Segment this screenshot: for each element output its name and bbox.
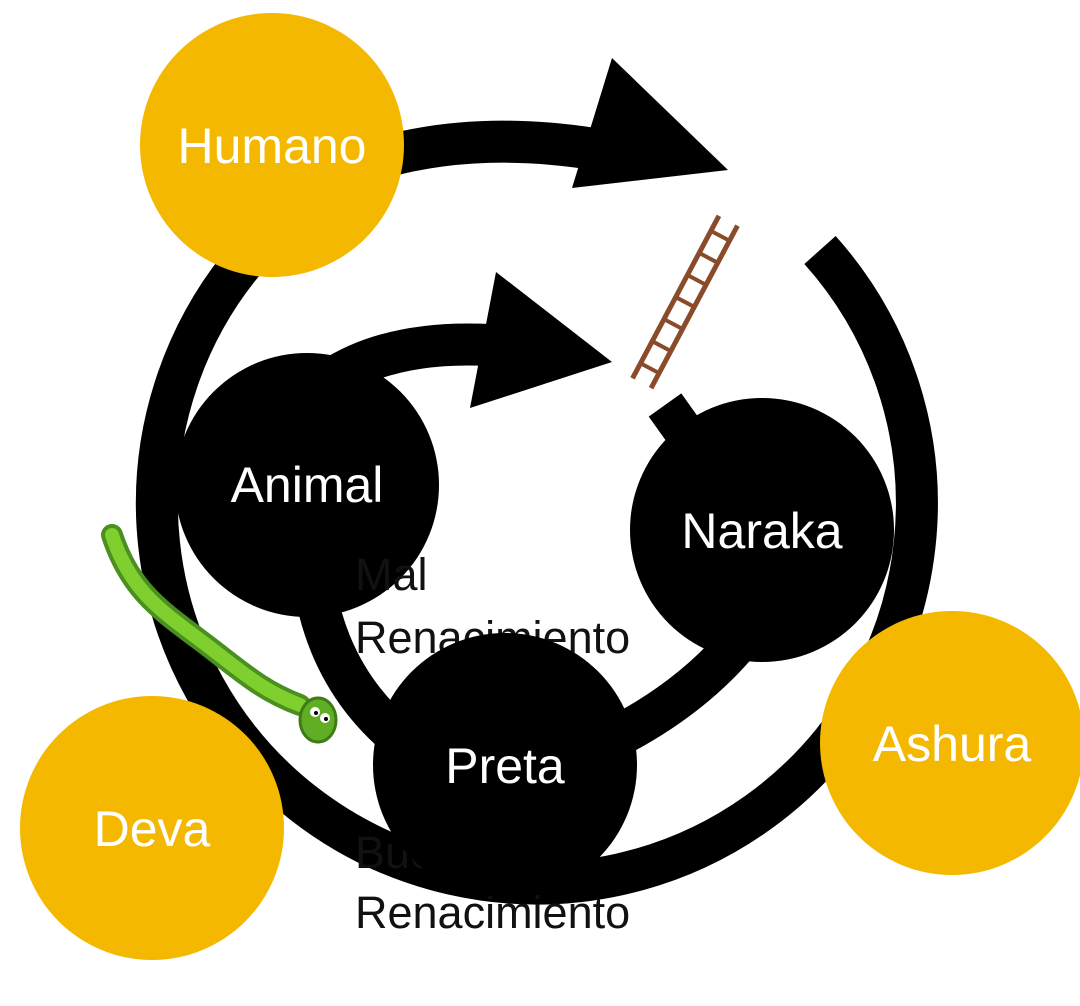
bad-rebirth-caption-line1: Mal (355, 549, 428, 600)
realm-deva: Deva (20, 696, 284, 960)
realm-humano-label: Humano (178, 118, 367, 174)
realm-deva-label: Deva (94, 801, 211, 857)
realm-naraka: Naraka (630, 398, 894, 662)
realm-preta: Preta (373, 633, 637, 897)
ladder-icon (630, 215, 739, 390)
realm-preta-label: Preta (445, 738, 565, 794)
inner-arrowhead (470, 272, 612, 408)
outer-arrowhead (572, 58, 728, 188)
realm-ashura: Ashura (820, 611, 1080, 875)
realm-naraka-label: Naraka (681, 503, 842, 559)
realm-humano: Humano (140, 13, 404, 277)
outer-arc-top (380, 142, 600, 158)
realm-ashura-label: Ashura (873, 716, 1032, 772)
realm-animal-label: Animal (231, 457, 384, 513)
